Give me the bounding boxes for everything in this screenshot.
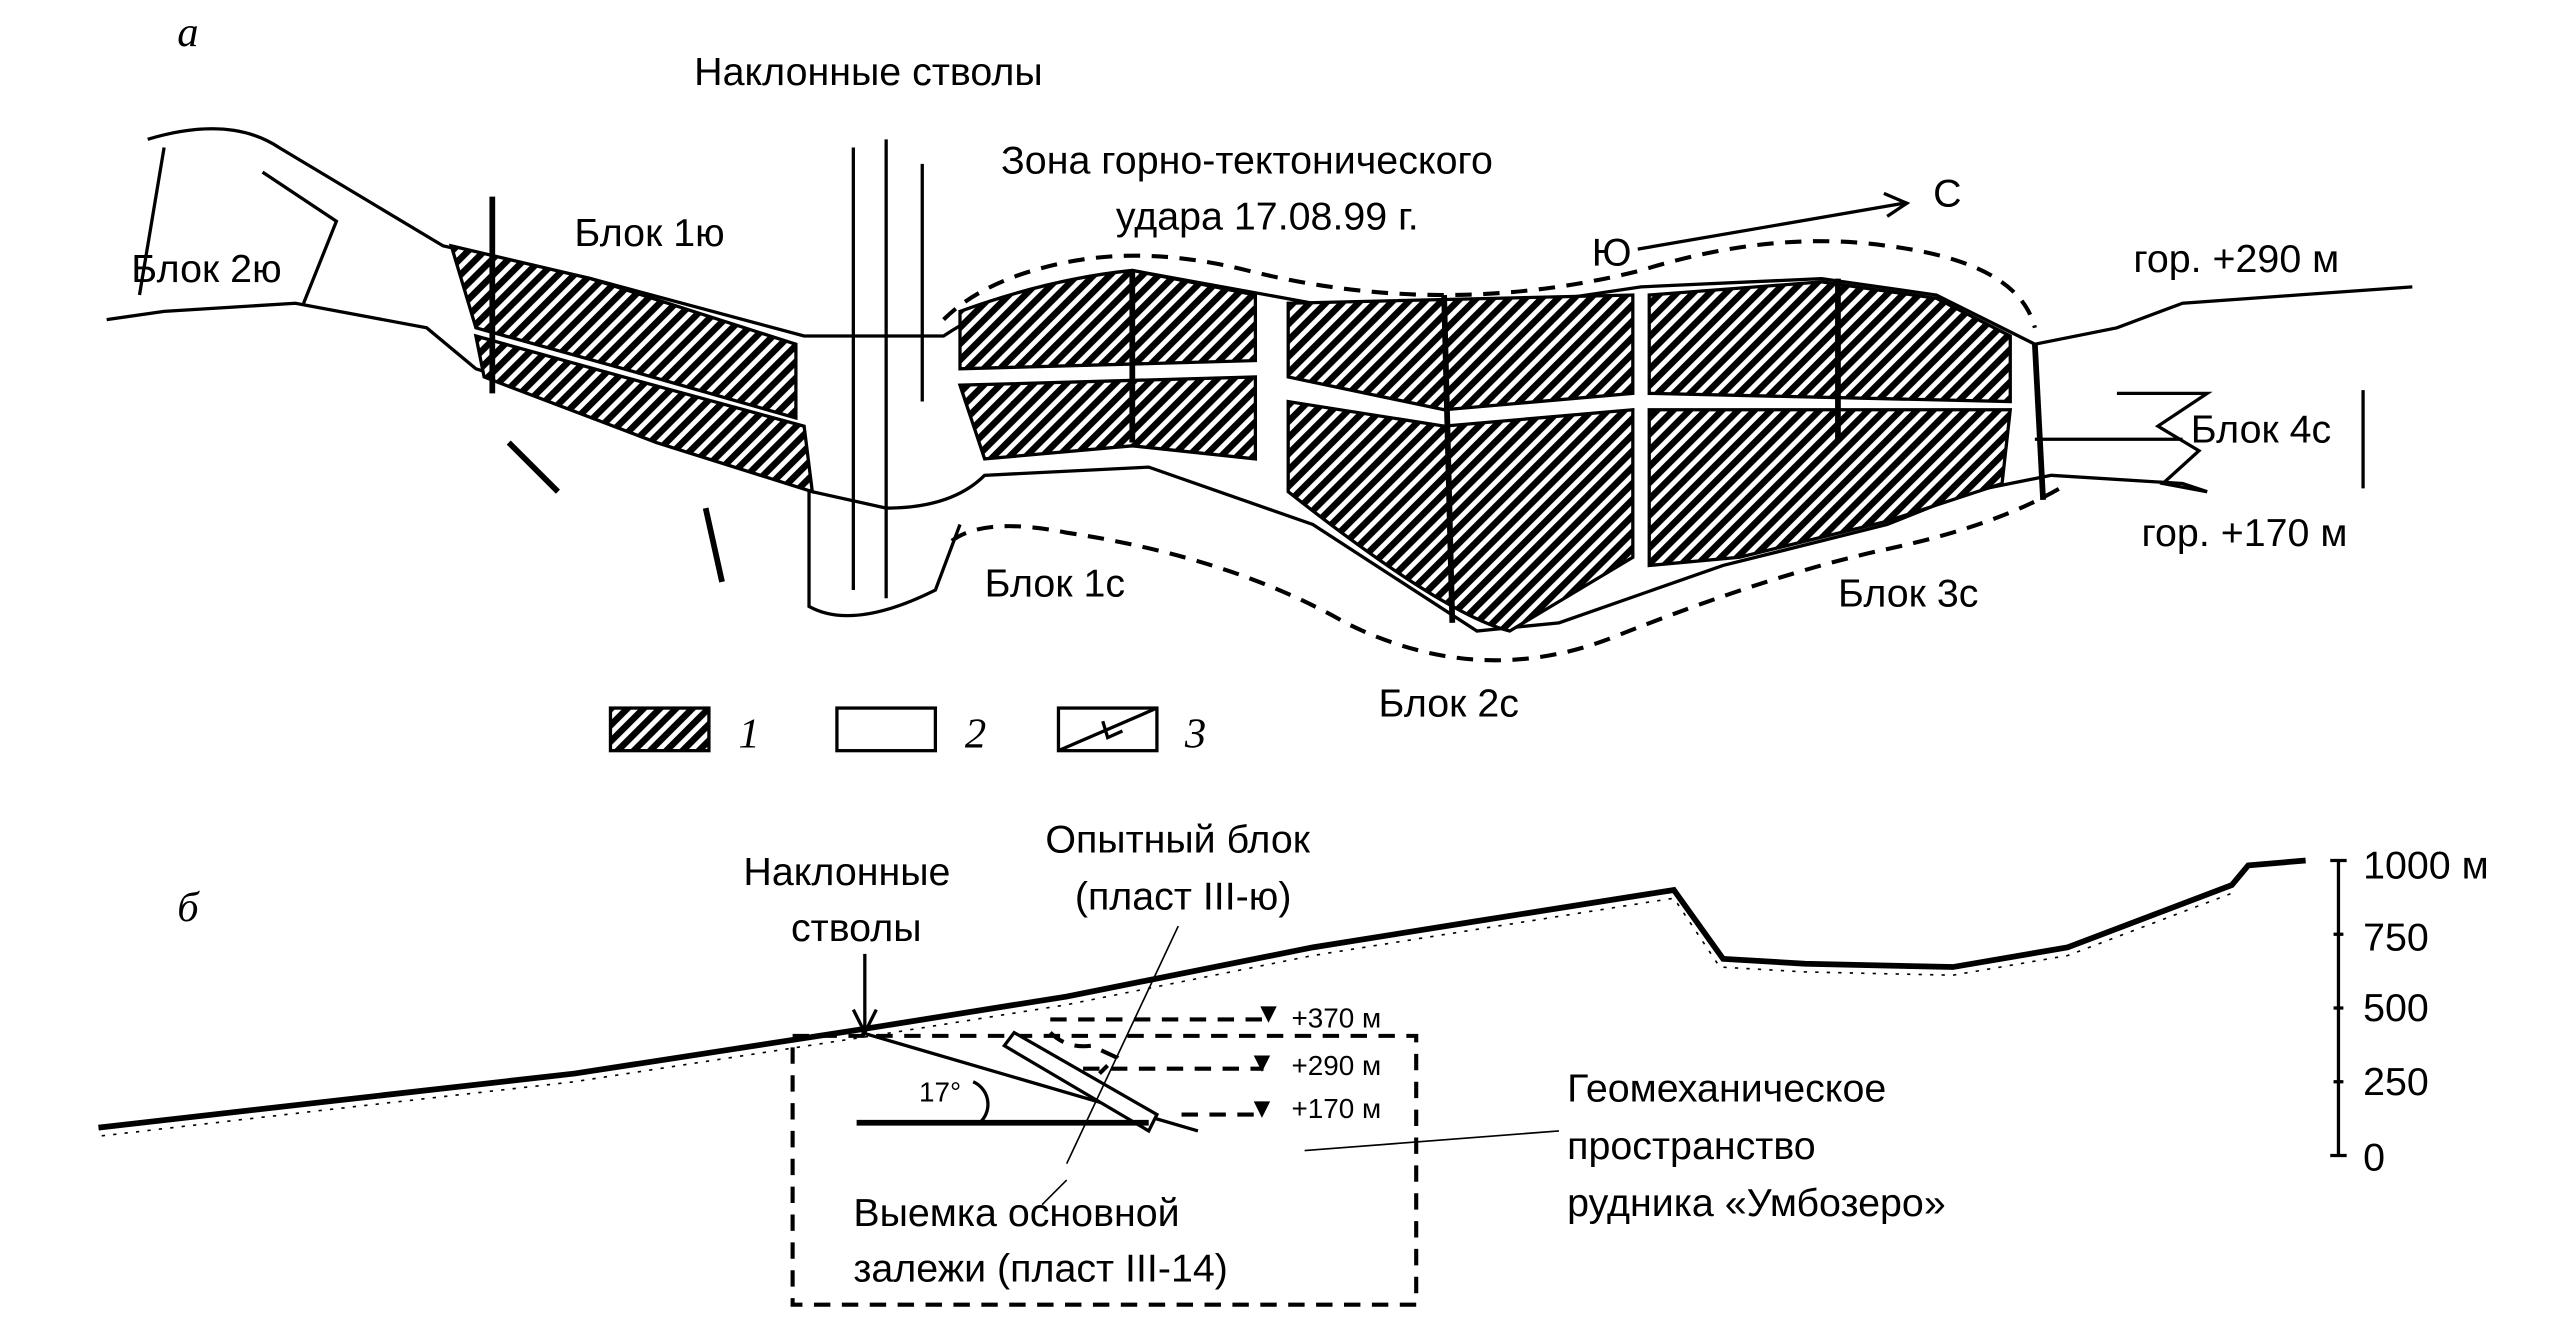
block-4s-label: Блок 4с [2191,408,2332,452]
level-370: +370 м [1291,1003,1381,1034]
legend-key-3: 3 [1184,710,1206,757]
shafts-label: Наклонные стволы [694,50,1043,94]
level-170: +170 м [1291,1093,1381,1124]
angle-label: 17° [919,1076,961,1107]
test-block-label-2: (пласт III-ю) [1075,875,1292,919]
panel-a-label: а [177,9,198,56]
mine-plan [106,127,2413,663]
level-marker-icons [1253,1006,1277,1118]
north-arrow-icon [1637,191,1911,251]
panel-b-label: б [177,884,200,931]
scale-250: 250 [2363,1060,2429,1104]
geomech-space-boundary [790,1033,1419,1307]
space-label-1: Геомеханическое [1567,1066,1886,1110]
terrain-profile [98,857,2306,1131]
block-1yu-label: Блок 1ю [574,211,724,255]
level-upper: гор. +290 м [2133,237,2339,281]
vertical-scale: 1000 м 750 500 250 0 [2330,844,2489,1179]
angle-arc [972,1080,990,1123]
test-block-label-1: Опытный блок [1045,817,1310,861]
excavation-label-1: Выемка основной [853,1191,1179,1235]
scale-0: 0 [2363,1135,2385,1179]
shafts-label-b-2: стволы [791,906,922,950]
zone-label-1: Зона горно-тектонического [1001,139,1493,183]
zone-label-2: удара 17.08.99 г. [1116,194,1419,238]
legend-key-1: 1 [738,710,759,757]
legend-key-2: 2 [965,710,986,757]
level-lines [1048,1017,1264,1117]
space-label-3: рудника «Умбозеро» [1567,1181,1946,1225]
block-2yu-label: Блок 2ю [131,247,281,291]
block-1s-label: Блок 1с [985,562,1126,606]
leader-lines [1041,925,1560,1206]
shafts-arrow-icon [851,953,878,1037]
level-290: +290 м [1291,1050,1381,1081]
scale-500: 500 [2363,986,2429,1030]
shafts-label-b-1: Наклонные [743,850,950,894]
direction-south: Ю [1592,231,1632,275]
terrain-hatching [101,892,2233,1137]
block-2s-label: Блок 2с [1378,681,1519,725]
legend-swatch-hatched [608,706,711,753]
direction-north: С [1933,172,1961,216]
excavation-label-2: залежи (пласт III-14) [853,1247,1228,1291]
block-3s-label: Блок 3с [1838,571,1979,615]
scale-750: 750 [2363,916,2429,960]
ore-seam [1001,1030,1160,1134]
level-lower: гор. +170 м [2142,511,2348,555]
space-label-2: пространство [1567,1124,1816,1168]
legend: 1 2 3 [608,706,1206,757]
legend-swatch-blank [835,706,938,753]
scale-1000: 1000 м [2363,844,2489,888]
